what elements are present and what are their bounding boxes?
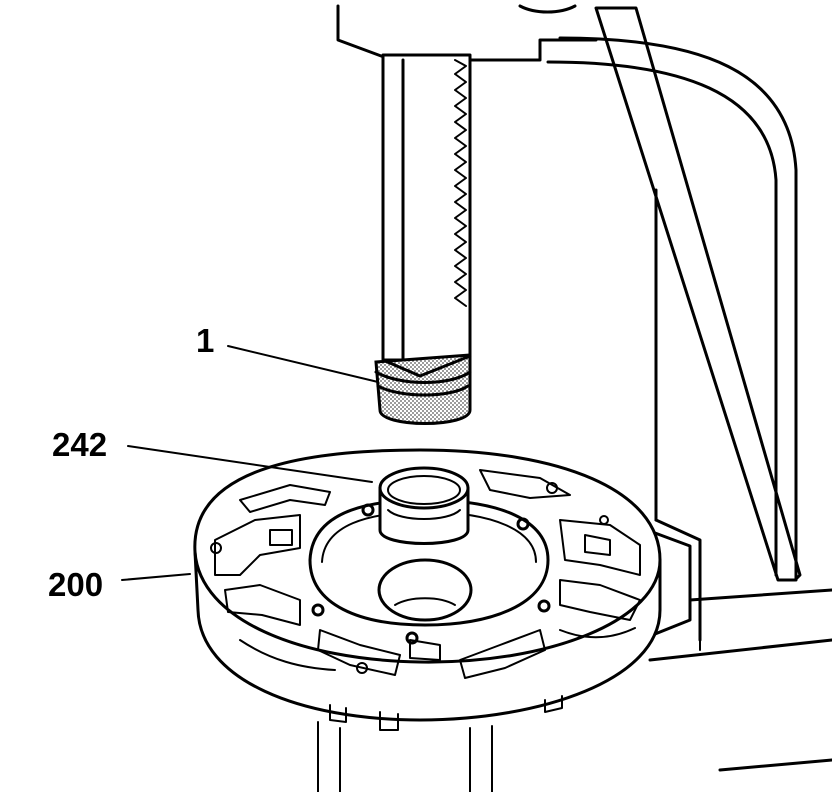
callout-242: 242	[52, 426, 107, 463]
installer-tool	[374, 353, 472, 425]
callout-1: 1	[196, 322, 214, 359]
leader-line-1	[227, 345, 379, 383]
press-ram	[381, 53, 472, 362]
callout-200: 200	[48, 566, 103, 603]
leader-lines	[121, 345, 379, 581]
pump-cover	[193, 448, 662, 792]
bushing	[378, 466, 470, 545]
leader-line-200	[121, 573, 191, 581]
leader-line-242	[127, 445, 373, 483]
